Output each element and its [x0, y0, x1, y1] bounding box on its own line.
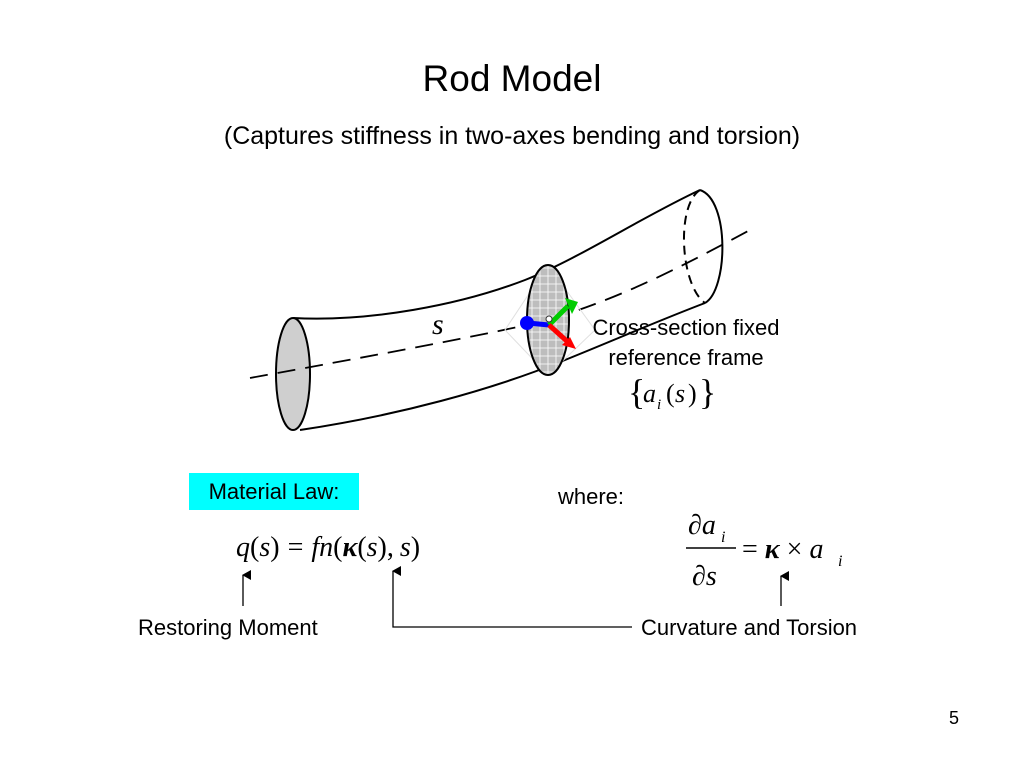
rod-body [293, 190, 705, 430]
svg-text:∂s: ∂s [692, 561, 717, 592]
where-label: where: [558, 484, 625, 509]
svg-text:= κ × a: = κ × a [742, 534, 823, 565]
slide-subtitle: (Captures stiffness in two-axes bending … [223, 122, 801, 150]
axis-y-head [565, 298, 578, 314]
page-number: 5 [949, 708, 960, 728]
svg-text:(: ( [666, 379, 675, 408]
svg-text:i: i [721, 529, 725, 546]
where-equation: ∂a i ∂s = κ × a i [686, 510, 842, 592]
axis-z-head [562, 337, 576, 349]
slide-title: Rod Model [422, 58, 602, 99]
curvature-connector-arrow [392, 566, 632, 628]
curvature-torsion-label: Curvature and Torsion [641, 615, 858, 640]
svg-text:a: a [643, 379, 656, 408]
reference-frame-axes [520, 298, 578, 349]
arc-length-symbol: s [432, 308, 444, 341]
material-law-equation: q(s)=fn(κ(s),s) [236, 532, 420, 563]
cross-section-label: Cross-section fixed reference frame [566, 313, 806, 373]
svg-text:i: i [657, 397, 661, 413]
rod-end-cap-back [683, 189, 706, 304]
svg-text:{: { [628, 372, 645, 412]
svg-text:∂a: ∂a [688, 510, 716, 541]
axis-x-head [520, 316, 534, 330]
svg-text:s: s [675, 379, 685, 408]
frame-origin [545, 315, 553, 323]
svg-text:i: i [838, 553, 842, 570]
axis-z-red [547, 323, 571, 345]
frame-symbol: { a i ( s ) } [628, 372, 716, 413]
svg-text:): ) [688, 379, 697, 408]
material-law-label: Material Law: [189, 473, 359, 510]
rod-top-edge [292, 189, 701, 320]
cross-section-label-line2: reference frame [608, 345, 764, 370]
axis-y-green [547, 304, 570, 327]
rod-left-end [275, 317, 311, 431]
svg-text:q(s)=fn(κ(s),s): q(s)=fn(κ(s),s) [236, 532, 420, 563]
restoring-moment-label: Restoring Moment [138, 615, 318, 640]
svg-text:}: } [699, 372, 716, 412]
cross-section-label-line1: Cross-section fixed [592, 315, 780, 340]
